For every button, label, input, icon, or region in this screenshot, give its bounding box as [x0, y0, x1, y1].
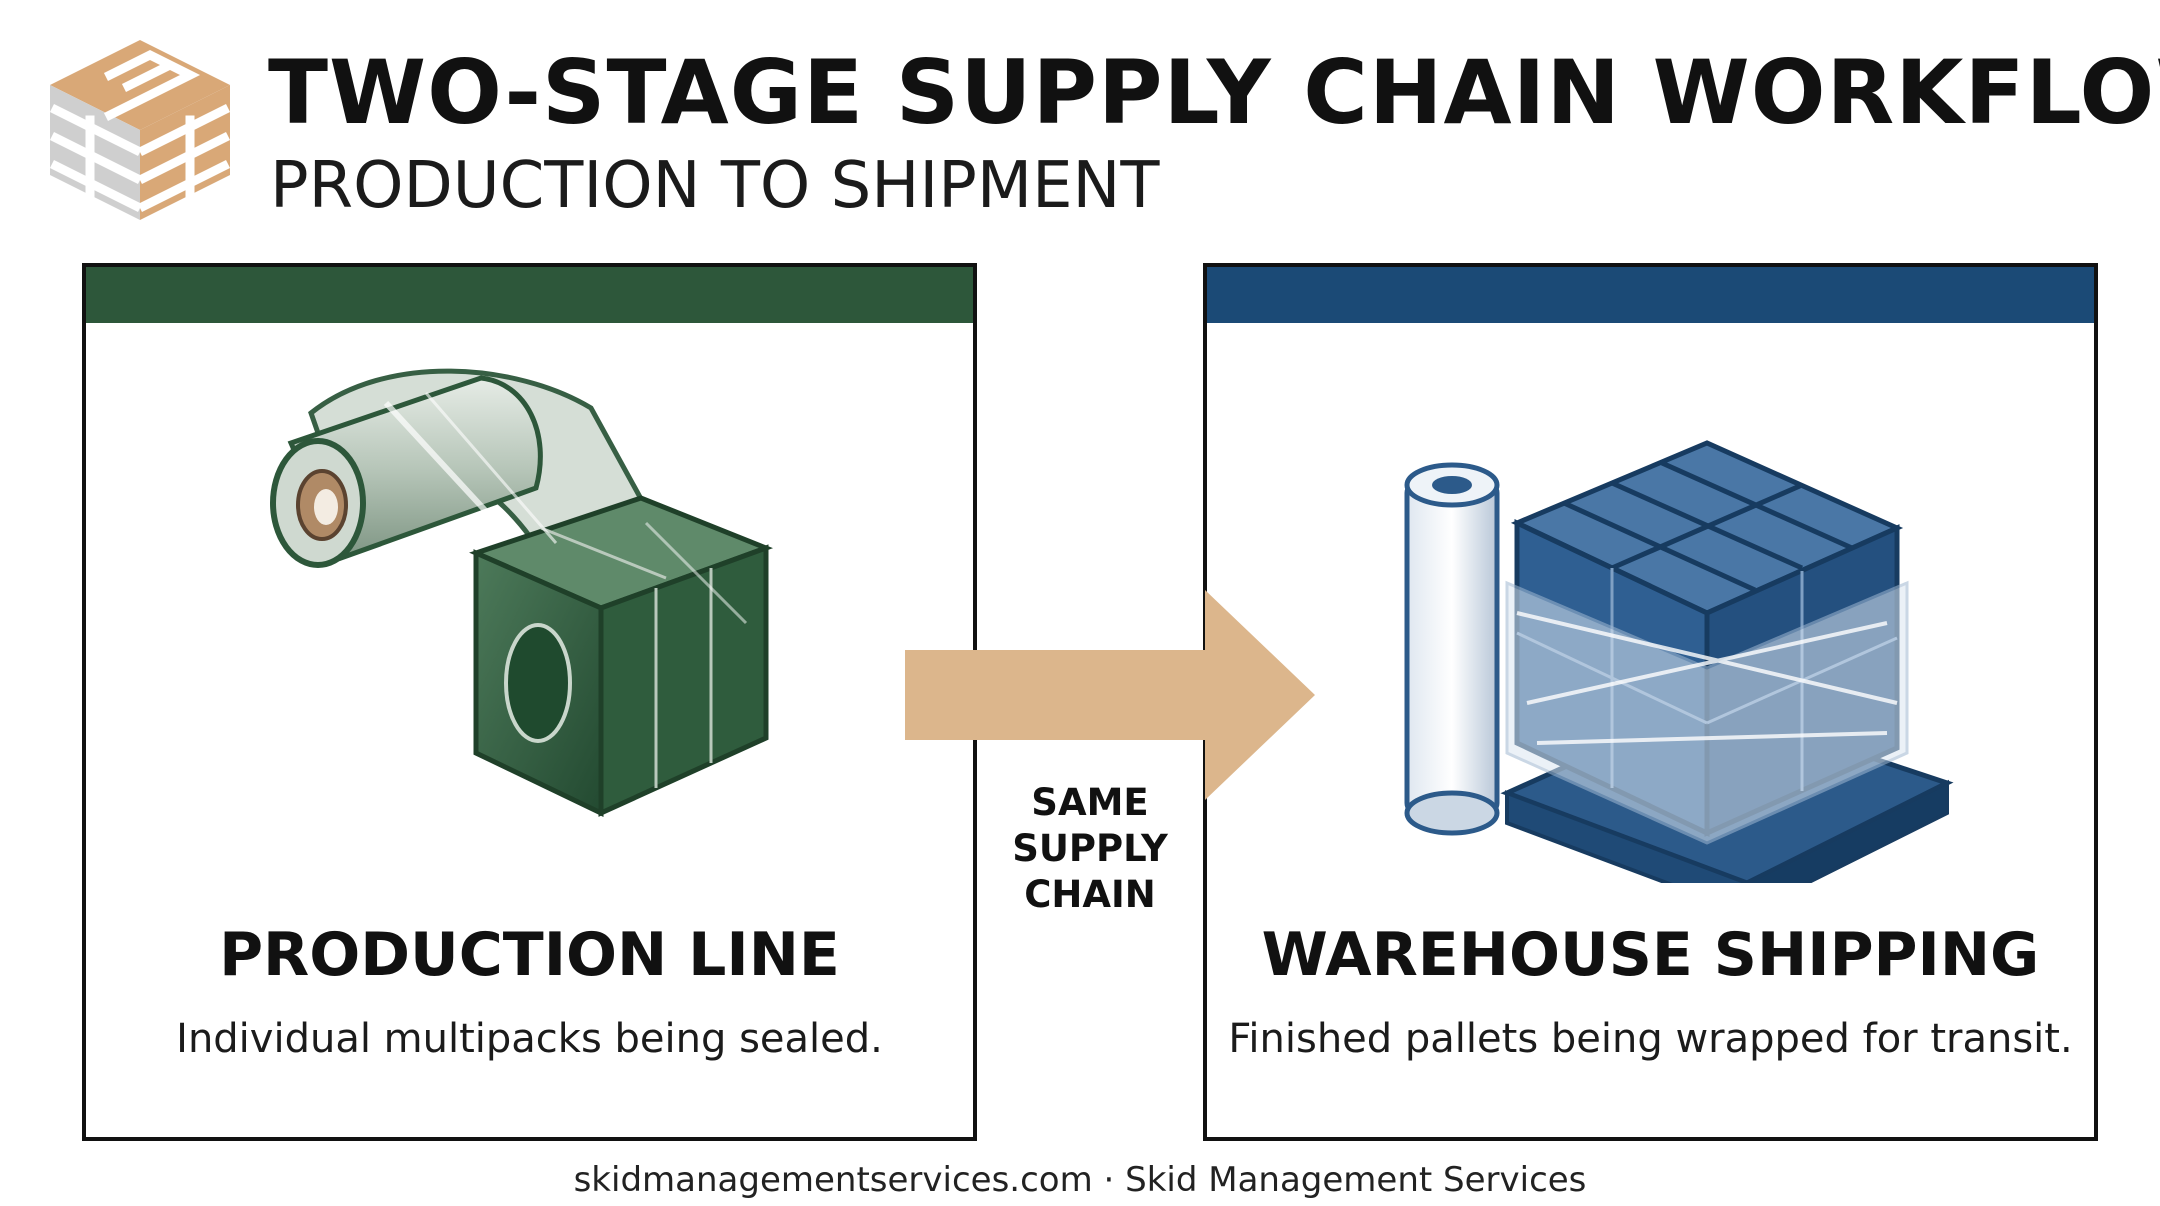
stage-heading: WAREHOUSE SHIPPING	[1261, 920, 2040, 990]
page-title: TWO-STAGE SUPPLY CHAIN WORKFLOW	[268, 41, 2160, 144]
stage-description: Individual multipacks being sealed.	[176, 1016, 883, 1062]
connector-label-line: SUPPLY	[1012, 827, 1168, 870]
wrapped-pallet-icon	[1404, 440, 1954, 883]
stage-description: Finished pallets being wrapped for trans…	[1228, 1016, 2073, 1062]
footer-credit: skidmanagementservices.com · Skid Manage…	[573, 1160, 1587, 1200]
right-arrow-icon	[905, 590, 1315, 800]
panel-header-bar	[86, 267, 973, 323]
stage-heading: PRODUCTION LINE	[219, 920, 840, 990]
stage-panel-shipping: WAREHOUSE SHIPPING Finished pallets bein…	[1203, 263, 2098, 1141]
connector-label-line: SAME	[1031, 781, 1149, 824]
pallet-logo-icon	[49, 40, 231, 220]
stage-panel-production: PRODUCTION LINE Individual multipacks be…	[82, 263, 977, 1141]
panel-header-bar	[1207, 267, 2094, 323]
connector-label: SAME SUPPLY CHAIN	[985, 780, 1195, 918]
film-roll-multipack-icon	[270, 368, 774, 817]
page-subtitle: PRODUCTION TO SHIPMENT	[270, 149, 1160, 223]
connector-label-line: CHAIN	[1024, 873, 1156, 916]
